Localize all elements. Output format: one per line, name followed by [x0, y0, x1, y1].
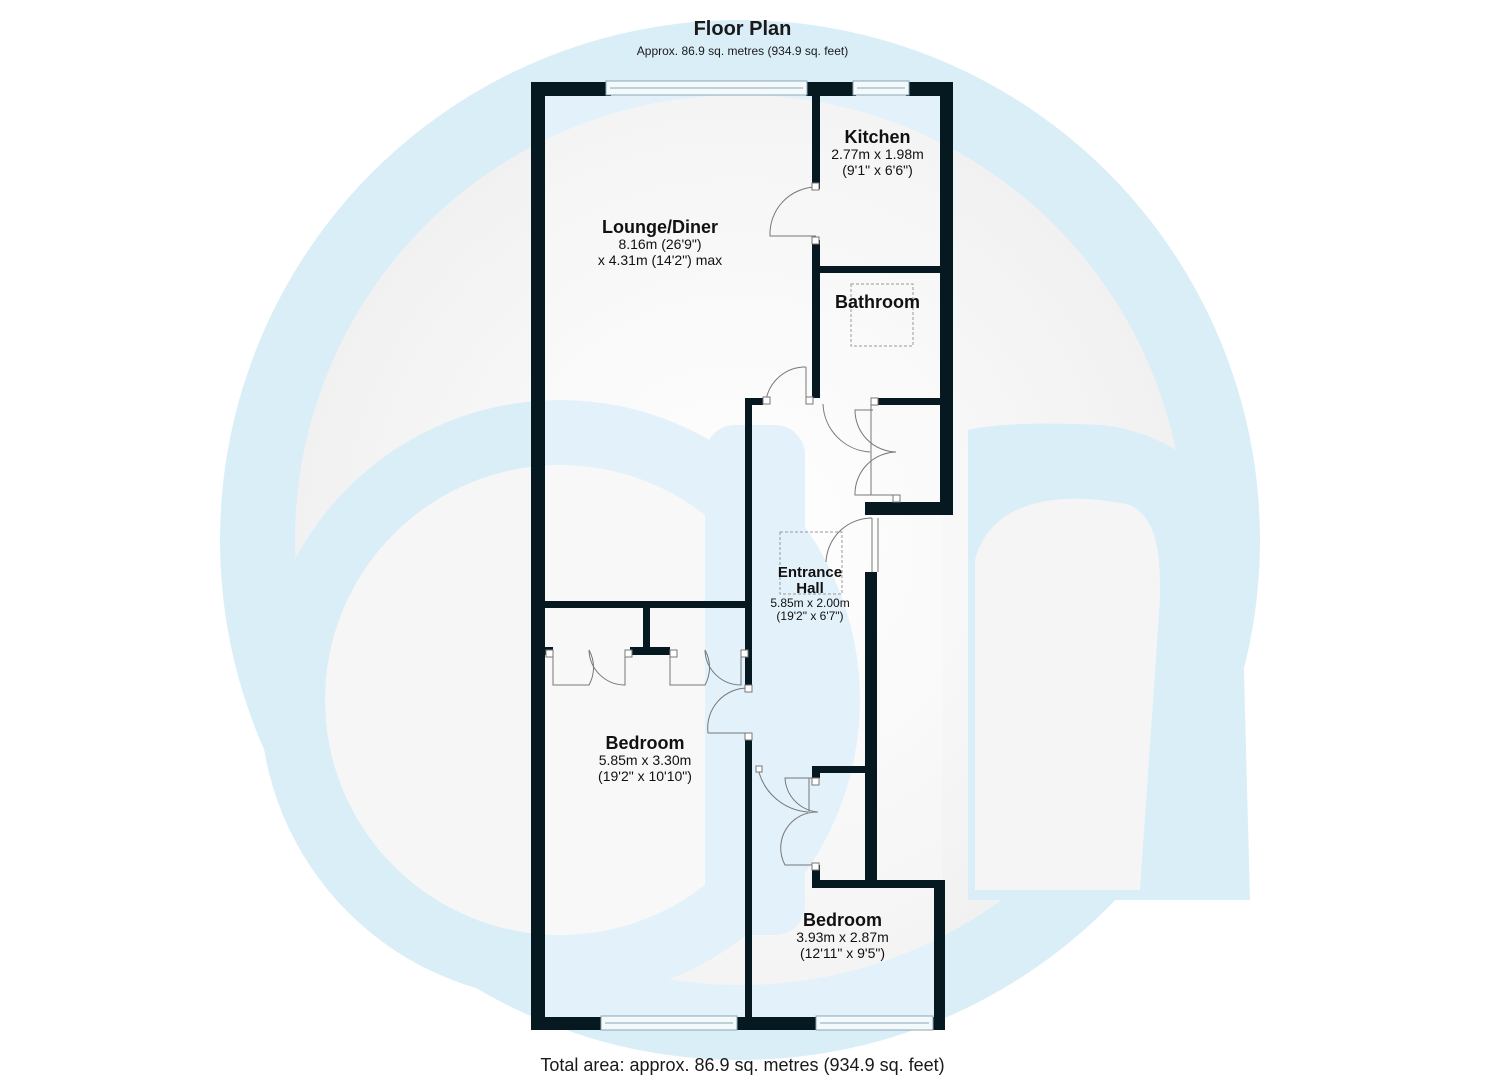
room-name: Lounge/Diner	[602, 217, 718, 237]
room-dimension-imperial: (9'1" x 6'6")	[842, 161, 913, 178]
room-dimension-imperial: (12'11" x 9'5")	[799, 944, 886, 961]
room-dimension-metric: 5.85m x 2.00m	[770, 596, 850, 611]
room-name-line1: Entrance	[777, 564, 843, 581]
windows	[600, 80, 934, 1031]
room-label-kitchen: Kitchen 2.77m x 1.98m (9'1" x 6'6")	[810, 127, 945, 178]
room-dimension-metric: 2.77m x 1.98m	[831, 146, 924, 163]
room-dimension-imperial: (19'2" x 10'10")	[598, 767, 692, 784]
room-label-bedroom-2: Bedroom 3.93m x 2.87m (12'11" x 9'5")	[770, 910, 915, 961]
room-name: Bedroom	[605, 733, 685, 753]
room-dimension-metric: 5.85m x 3.30m	[598, 752, 692, 769]
room-label-lounge-diner: Lounge/Diner 8.16m (26'9") x 4.31m (14'2…	[560, 217, 760, 268]
room-label-entrance-hall: Entrance Hall 5.85m x 2.00m (19'2" x 6'7…	[755, 564, 865, 624]
room-dimension-metric: 8.16m (26'9")	[618, 236, 702, 253]
walls	[531, 82, 953, 1030]
doors	[545, 182, 901, 871]
room-label-bedroom-1: Bedroom 5.85m x 3.30m (19'2" x 10'10")	[555, 733, 735, 784]
room-name: Bathroom	[835, 292, 920, 312]
room-dimension-imperial: x 4.31m (14'2") max	[597, 251, 723, 268]
total-area-caption: Total area: approx. 86.9 sq. metres (934…	[540, 1055, 945, 1075]
page-title: Floor Plan	[693, 18, 792, 40]
room-dimension-imperial: (19'2" x 6'7")	[776, 609, 844, 624]
agent-logo-watermark-icon	[220, 20, 1260, 1060]
room-name-line2: Hall	[796, 580, 824, 598]
skylights	[779, 283, 914, 595]
room-label-bathroom: Bathroom	[815, 292, 940, 312]
room-name: Bedroom	[802, 910, 882, 930]
page-subtitle: Approx. 86.9 sq. metres (934.9 sq. feet)	[636, 44, 849, 58]
room-name: Kitchen	[844, 127, 911, 147]
room-dimension-metric: 3.93m x 2.87m	[796, 929, 889, 946]
